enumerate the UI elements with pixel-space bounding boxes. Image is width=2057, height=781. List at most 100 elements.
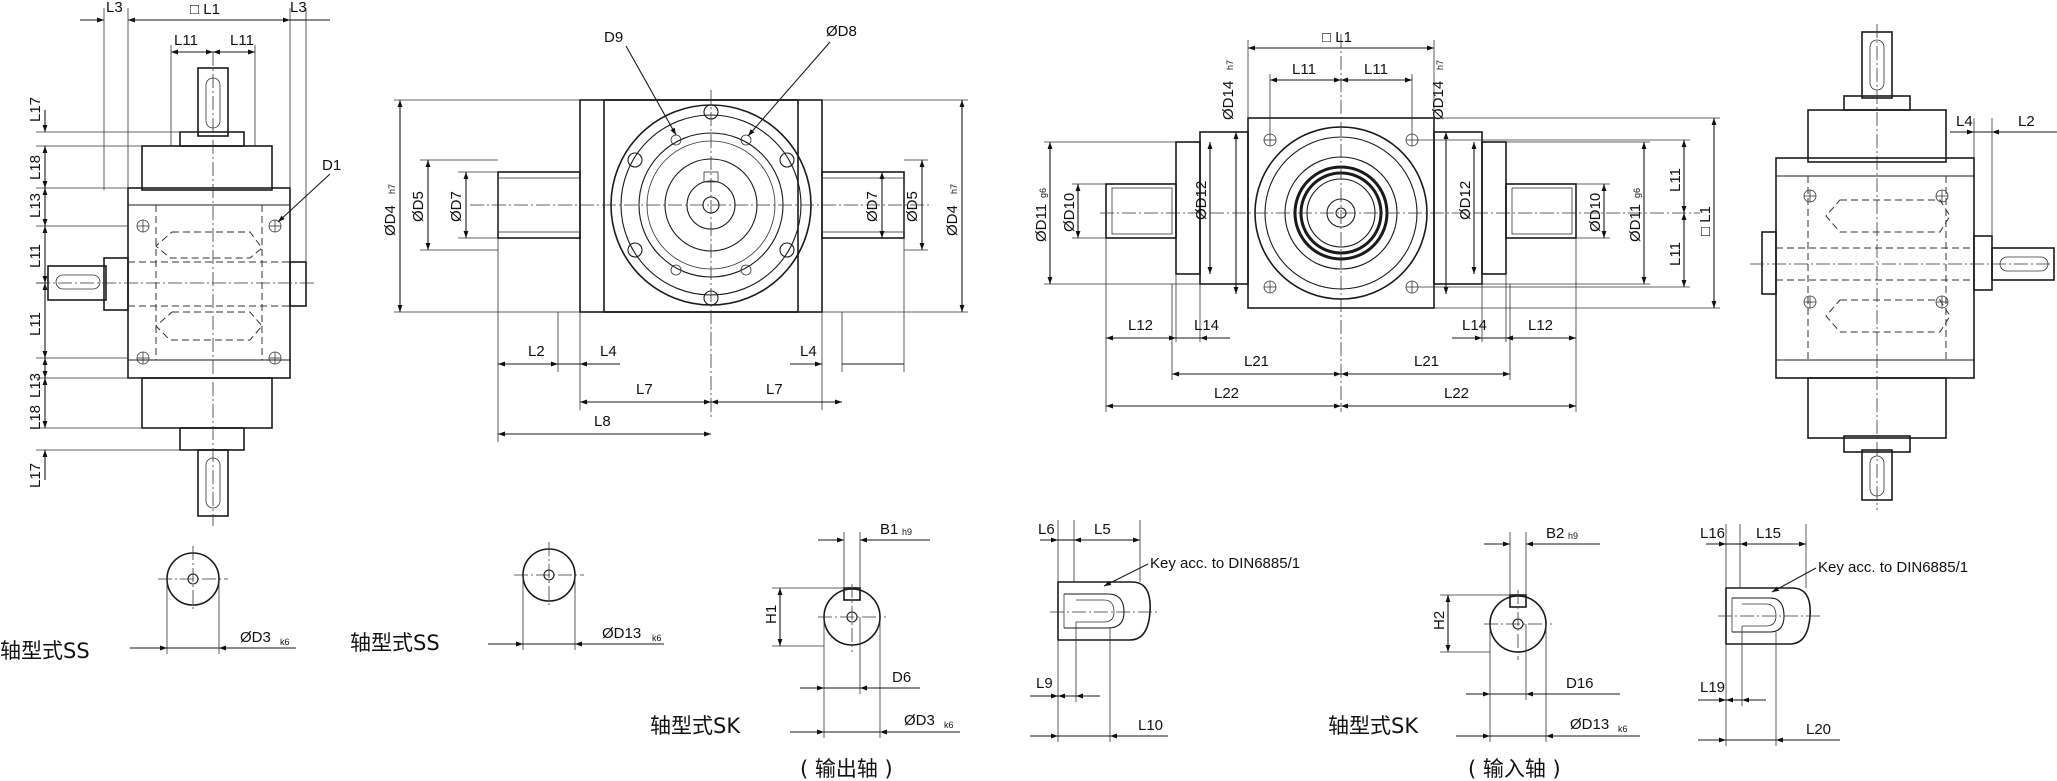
dim-d13-ss: ØD13 <box>602 625 641 642</box>
dim-d5-right: ØD5 <box>904 191 921 222</box>
caption-input-shaft: ( 输入轴 ) <box>1468 757 1561 781</box>
dim-l5: L5 <box>1094 521 1111 538</box>
dim-d6: D6 <box>892 669 911 686</box>
dim-l21-right: L21 <box>1414 353 1439 370</box>
dim-l4-front-left: L4 <box>600 343 617 360</box>
svg-text:h7: h7 <box>1435 60 1445 70</box>
dim-box-l1-right: □ L1 <box>1697 206 1714 236</box>
dim-l3-right: L3 <box>290 0 307 16</box>
dim-box-l1-top: □ L1 <box>1322 29 1352 46</box>
dim-l2-front: L2 <box>528 343 545 360</box>
dim-l11-left-b: L11 <box>27 312 44 336</box>
svg-text:h7: h7 <box>1225 60 1235 70</box>
dim-d10-left: ØD10 <box>1061 193 1078 232</box>
dim-l17-top: L17 <box>27 97 44 122</box>
dim-d14-left: ØD14 <box>1220 81 1237 120</box>
svg-text:h9: h9 <box>1568 531 1578 541</box>
top-view: □ L1 L11 L11 ØD14 h7 ØD14 h7 ØD12 ØD12 Ø… <box>1033 29 1720 412</box>
dim-l11-a: L11 <box>174 32 198 49</box>
left-side-view: L3 L3 □ L1 L11 L11 D1 L17 L18 L13 L11 L1… <box>27 0 341 526</box>
dim-d11-right: ØD11 <box>1627 204 1644 242</box>
dim-d9: D9 <box>604 29 623 46</box>
dim-l6: L6 <box>1038 521 1055 538</box>
dim-h2: H2 <box>1431 611 1448 630</box>
dim-l13-bottom: L13 <box>27 373 44 398</box>
svg-text:k6: k6 <box>280 637 290 647</box>
dim-d4-right: ØD4 <box>944 205 961 236</box>
svg-text:g6: g6 <box>1038 188 1048 198</box>
dim-d7-left: ØD7 <box>448 191 465 222</box>
dim-l17-bottom: L17 <box>27 463 44 488</box>
key-detail-input: L16 L15 Key acc. to DIN6885/1 L19 L20 <box>1698 524 1968 746</box>
svg-text:h7: h7 <box>387 184 397 194</box>
dim-l21-left: L21 <box>1244 353 1269 370</box>
dim-l3-left: L3 <box>106 0 123 16</box>
dim-d1: D1 <box>322 157 341 174</box>
dim-d14-right: ØD14 <box>1430 81 1447 120</box>
dim-d13-sk: ØD13 <box>1570 716 1609 733</box>
dim-l7-left: L7 <box>636 381 653 398</box>
svg-text:k6: k6 <box>944 720 954 730</box>
svg-text:h9: h9 <box>902 527 912 537</box>
dim-box-l1: □ L1 <box>190 1 220 18</box>
svg-text:h7: h7 <box>949 184 959 194</box>
dim-l2-side: L2 <box>2018 113 2035 130</box>
dim-l4-side: L4 <box>1956 113 1973 130</box>
dim-l11-b: L11 <box>230 32 254 49</box>
dim-l12-right: L12 <box>1528 317 1553 334</box>
dim-l11-left-a: L11 <box>27 244 44 268</box>
caption-shaft-sk-2: 轴型式SK <box>1328 714 1419 738</box>
key-note-output: Key acc. to DIN6885/1 <box>1150 555 1300 572</box>
dim-l4-front-right: L4 <box>800 343 817 360</box>
dim-d10-right: ØD10 <box>1587 193 1604 232</box>
right-side-view: L4 L2 <box>1750 24 2057 510</box>
dim-l18-bottom: L18 <box>27 405 44 430</box>
dim-d16: D16 <box>1566 675 1594 692</box>
dim-d12-right: ØD12 <box>1457 181 1474 220</box>
dim-l22-right: L22 <box>1444 385 1469 402</box>
dim-d4-left: ØD4 <box>382 205 399 236</box>
dim-l12-left: L12 <box>1128 317 1153 334</box>
shaft-sk-output-detail: B1 h9 H1 D6 ØD3 k6 轴型式SK ( 输出轴 ) <box>650 521 960 781</box>
dim-b1: B1 <box>880 521 898 538</box>
dim-l22-left: L22 <box>1214 385 1239 402</box>
dim-l20: L20 <box>1806 721 1831 738</box>
dim-l7-right: L7 <box>766 381 783 398</box>
key-note-input: Key acc. to DIN6885/1 <box>1818 559 1968 576</box>
dim-l9: L9 <box>1036 675 1053 692</box>
svg-text:k6: k6 <box>652 633 662 643</box>
shaft-sk-input-detail: B2 h9 H2 D16 ØD13 k6 轴型式SK ( 输入轴 ) <box>1328 525 1640 781</box>
caption-shaft-ss-1: 轴型式SS <box>0 639 90 663</box>
svg-text:g6: g6 <box>1632 188 1642 198</box>
dim-d3-ss: ØD3 <box>240 629 271 646</box>
front-flange-view: ØD4 h7 ØD5 ØD7 ØD4 h7 ØD5 ØD7 D9 ØD8 L2 … <box>382 23 968 442</box>
dim-l10: L10 <box>1138 717 1163 734</box>
dim-d11-left: ØD11 <box>1033 204 1050 242</box>
dim-l15: L15 <box>1756 525 1781 542</box>
dim-l19: L19 <box>1700 679 1725 696</box>
shaft-ss-detail-1: ØD3 k6 轴型式SS <box>0 546 296 663</box>
dim-b2: B2 <box>1546 525 1564 542</box>
dim-l11-right-a: L11 <box>1667 168 1684 192</box>
shaft-ss-detail-2: ØD13 k6 轴型式SS <box>350 542 664 655</box>
dim-l11-top-a: L11 <box>1292 61 1316 78</box>
dim-l11-right-b: L11 <box>1667 242 1684 266</box>
svg-text:k6: k6 <box>1618 724 1628 734</box>
caption-output-shaft: ( 输出轴 ) <box>800 757 893 781</box>
dim-l13-top: L13 <box>27 193 44 218</box>
dim-l14-right: L14 <box>1462 317 1487 334</box>
key-detail-output: L6 L5 Key acc. to DIN6885/1 L9 L10 <box>1030 520 1300 742</box>
caption-shaft-ss-2: 轴型式SS <box>350 631 440 655</box>
dim-l11-top-b: L11 <box>1364 61 1388 78</box>
dim-d3-sk: ØD3 <box>904 712 935 729</box>
dim-l14-left: L14 <box>1194 317 1219 334</box>
dim-d5-left: ØD5 <box>410 191 427 222</box>
dim-h1: H1 <box>763 605 780 624</box>
dim-d12-left: ØD12 <box>1193 181 1210 220</box>
dim-l18-top: L18 <box>27 155 44 180</box>
dim-l16: L16 <box>1700 525 1725 542</box>
dim-d7-right: ØD7 <box>864 191 881 222</box>
dim-d8: ØD8 <box>826 23 857 40</box>
caption-shaft-sk-1: 轴型式SK <box>650 714 741 738</box>
